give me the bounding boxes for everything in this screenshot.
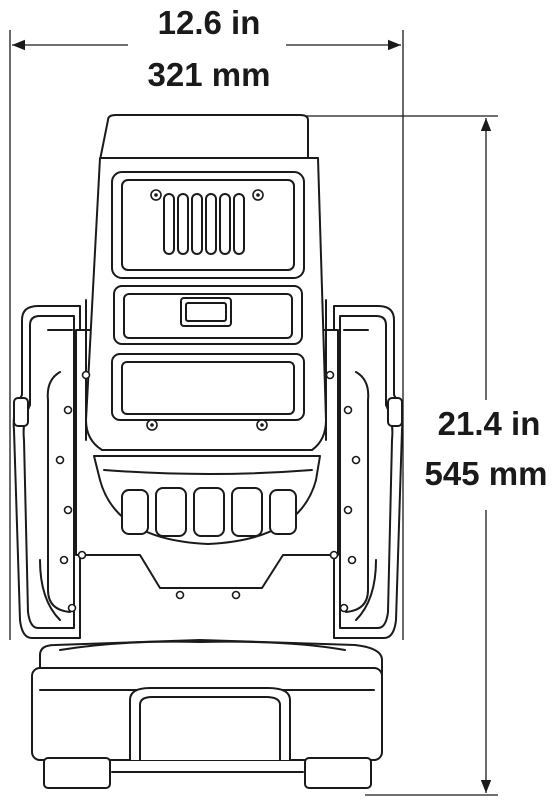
height-inches-label: 21.4 in	[437, 405, 541, 442]
vent-slots	[163, 193, 245, 255]
width-millimeters-label: 321 mm	[147, 56, 271, 93]
lens-housing	[93, 455, 321, 545]
width-dimension-line	[9, 30, 404, 640]
width-inches-label: 12.6 in	[157, 4, 261, 41]
left-yoke-arm	[12, 305, 81, 639]
height-dimension-line	[305, 115, 498, 796]
fixture-head	[85, 114, 327, 451]
fixture-base	[31, 639, 383, 789]
height-millimeters-label: 545 mm	[424, 455, 548, 492]
screws	[55, 189, 361, 613]
